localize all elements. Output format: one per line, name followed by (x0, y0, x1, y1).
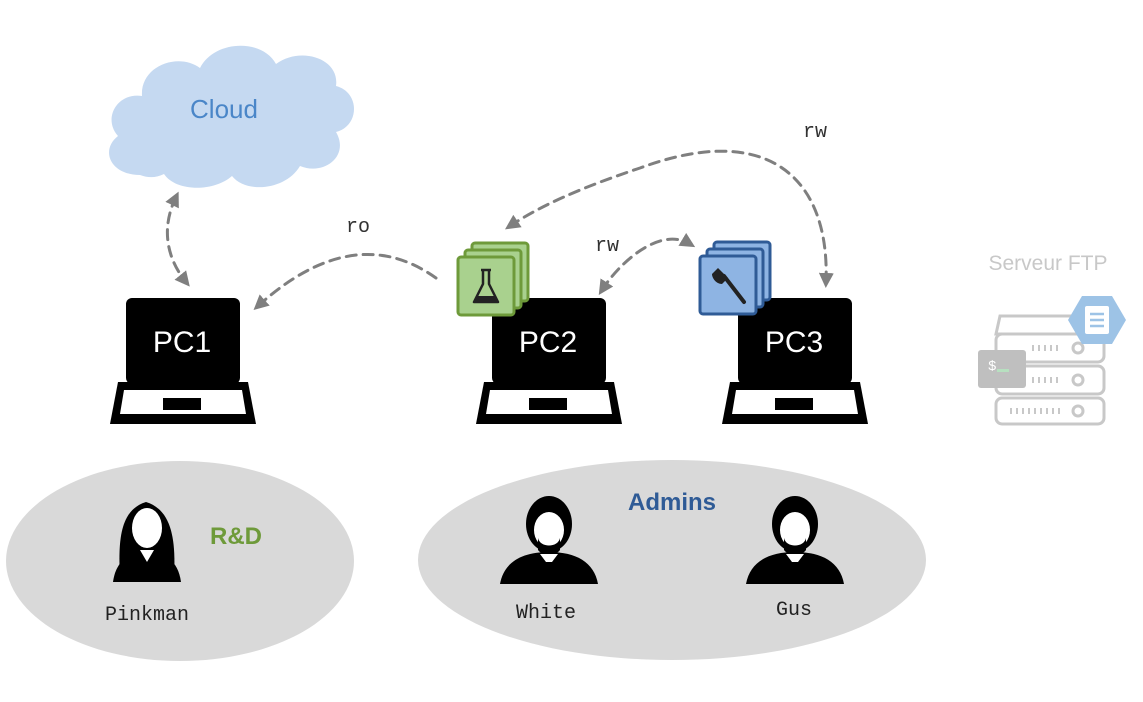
arrow-cloud-pc1 (165, 191, 190, 287)
pc1-label: PC1 (153, 326, 211, 359)
member-gus: Gus (776, 599, 812, 622)
cloud-label: Cloud (190, 94, 258, 124)
connection-label-rw-short: rw (595, 235, 619, 258)
user-male-icon (746, 496, 844, 584)
connection-arrows (165, 149, 834, 311)
laptop-pc1-icon: PC1 (110, 298, 256, 424)
connection-label-rw-long: rw (803, 121, 827, 144)
ftp-server-icon: Serveur FTP $ (978, 252, 1126, 426)
group-admins-label: Admins (628, 489, 716, 516)
arrow-pc2-pc1 (253, 252, 438, 311)
laptop-pc2-icon: PC2 (476, 298, 622, 424)
laptop-pc3-icon: PC3 (722, 298, 868, 424)
pc2-label: PC2 (519, 326, 577, 359)
group-rd-label: R&D (210, 523, 262, 550)
terminal-prompt: $ (988, 359, 996, 375)
cloud-shape: Cloud (109, 45, 354, 188)
group-rd-ellipse (6, 461, 354, 661)
arrow-pc3-pc2-top (505, 149, 834, 288)
axe-stack-icon (698, 240, 772, 316)
flask-stack-icon (456, 241, 530, 317)
member-white: White (516, 602, 576, 625)
pc3-label: PC3 (765, 326, 823, 359)
ftp-server-label: Serveur FTP (988, 252, 1107, 275)
user-male-icon (500, 496, 598, 584)
connection-label-ro: ro (346, 216, 370, 239)
user-female-icon (113, 502, 181, 582)
member-pinkman: Pinkman (105, 604, 189, 627)
